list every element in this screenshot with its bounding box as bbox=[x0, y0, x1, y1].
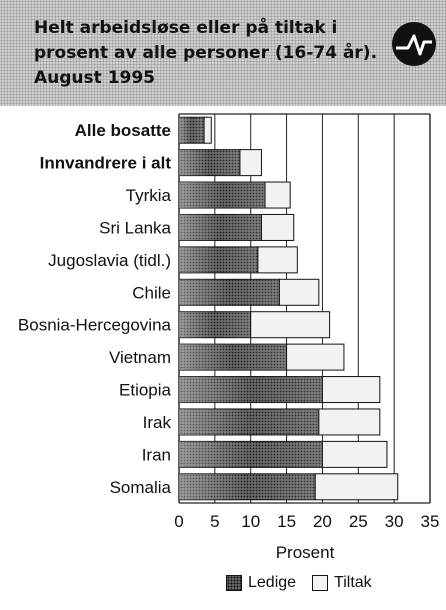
legend: Ledige Tiltak bbox=[226, 574, 372, 592]
x-tick-label-7: 35 bbox=[421, 512, 440, 531]
category-label-3: Sri Lanka bbox=[99, 218, 171, 237]
x-tick-label-1: 5 bbox=[210, 512, 219, 531]
legend-swatch-tiltak bbox=[312, 575, 329, 591]
grid-layer bbox=[178, 113, 431, 504]
x-axis-label: Prosent bbox=[276, 543, 335, 562]
category-label-0: Alle bosatte bbox=[75, 121, 171, 140]
statistics-logo-icon bbox=[392, 22, 436, 66]
bar-ledige-shine-8 bbox=[179, 376, 323, 403]
chart-header: Helt arbeidsløse eller på tiltak i prose… bbox=[0, 0, 446, 106]
bar-tiltak-1 bbox=[239, 149, 262, 177]
category-label-11: Somalia bbox=[110, 478, 172, 497]
bar-ledige-shine-2 bbox=[179, 182, 266, 209]
bar-ledige-shine-10 bbox=[179, 441, 323, 468]
category-label-10: Iran bbox=[142, 445, 171, 464]
bar-tiltak-9 bbox=[318, 408, 381, 436]
bar-tiltak-11 bbox=[314, 473, 399, 501]
bar-tiltak-8 bbox=[321, 376, 381, 404]
bar-ledige-shine-3 bbox=[179, 214, 262, 241]
bar-tiltak-4 bbox=[257, 246, 298, 274]
x-tick-label-2: 10 bbox=[241, 512, 260, 531]
legend-item-ledige: Ledige bbox=[226, 574, 296, 592]
category-label-7: Vietnam bbox=[109, 348, 171, 367]
bars-layer bbox=[178, 116, 399, 501]
category-label-1: Innvandrere i alt bbox=[40, 154, 172, 173]
category-label-5: Chile bbox=[132, 283, 171, 302]
bar-ledige-shine-9 bbox=[179, 408, 319, 435]
bar-ledige-shine-11 bbox=[179, 473, 316, 500]
x-tick-label-6: 30 bbox=[385, 512, 404, 531]
bar-ledige-shine-7 bbox=[179, 344, 287, 371]
x-tick-labels: 0 5 10 15 20 25 30 35 bbox=[174, 512, 439, 531]
legend-swatch-ledige bbox=[226, 575, 242, 591]
legend-item-tiltak: Tiltak bbox=[312, 574, 372, 592]
category-label-2: Tyrkia bbox=[126, 186, 172, 205]
bar-tiltak-6 bbox=[250, 311, 331, 339]
bar-ledige-shine-1 bbox=[179, 149, 240, 176]
bar-tiltak-7 bbox=[286, 343, 345, 371]
legend-label-ledige: Ledige bbox=[248, 574, 297, 591]
x-tick-label-0: 0 bbox=[174, 512, 183, 531]
category-label-8: Etiopia bbox=[119, 381, 172, 400]
bar-tiltak-3 bbox=[260, 213, 295, 241]
bar-tiltak-2 bbox=[264, 181, 291, 209]
x-tick-label-4: 20 bbox=[313, 512, 332, 531]
category-label-6: Bosnia-Hercegovina bbox=[18, 316, 172, 335]
bar-ledige-shine-4 bbox=[179, 246, 258, 273]
bar-ledige-shine-6 bbox=[179, 311, 251, 338]
bar-ledige-shine-0 bbox=[179, 117, 205, 144]
bar-tiltak-10 bbox=[321, 440, 388, 468]
category-label-9: Irak bbox=[143, 413, 172, 432]
x-tick-label-3: 15 bbox=[277, 512, 296, 531]
chart-title: Helt arbeidsløse eller på tiltak i prose… bbox=[34, 18, 378, 88]
category-label-4: Jugoslavia (tidl.) bbox=[48, 251, 171, 270]
bar-tiltak-5 bbox=[278, 278, 320, 306]
x-tick-label-5: 25 bbox=[349, 512, 368, 531]
legend-label-tiltak: Tiltak bbox=[334, 574, 372, 591]
bar-ledige-shine-5 bbox=[179, 279, 280, 306]
bar-tiltak-0 bbox=[203, 116, 212, 144]
